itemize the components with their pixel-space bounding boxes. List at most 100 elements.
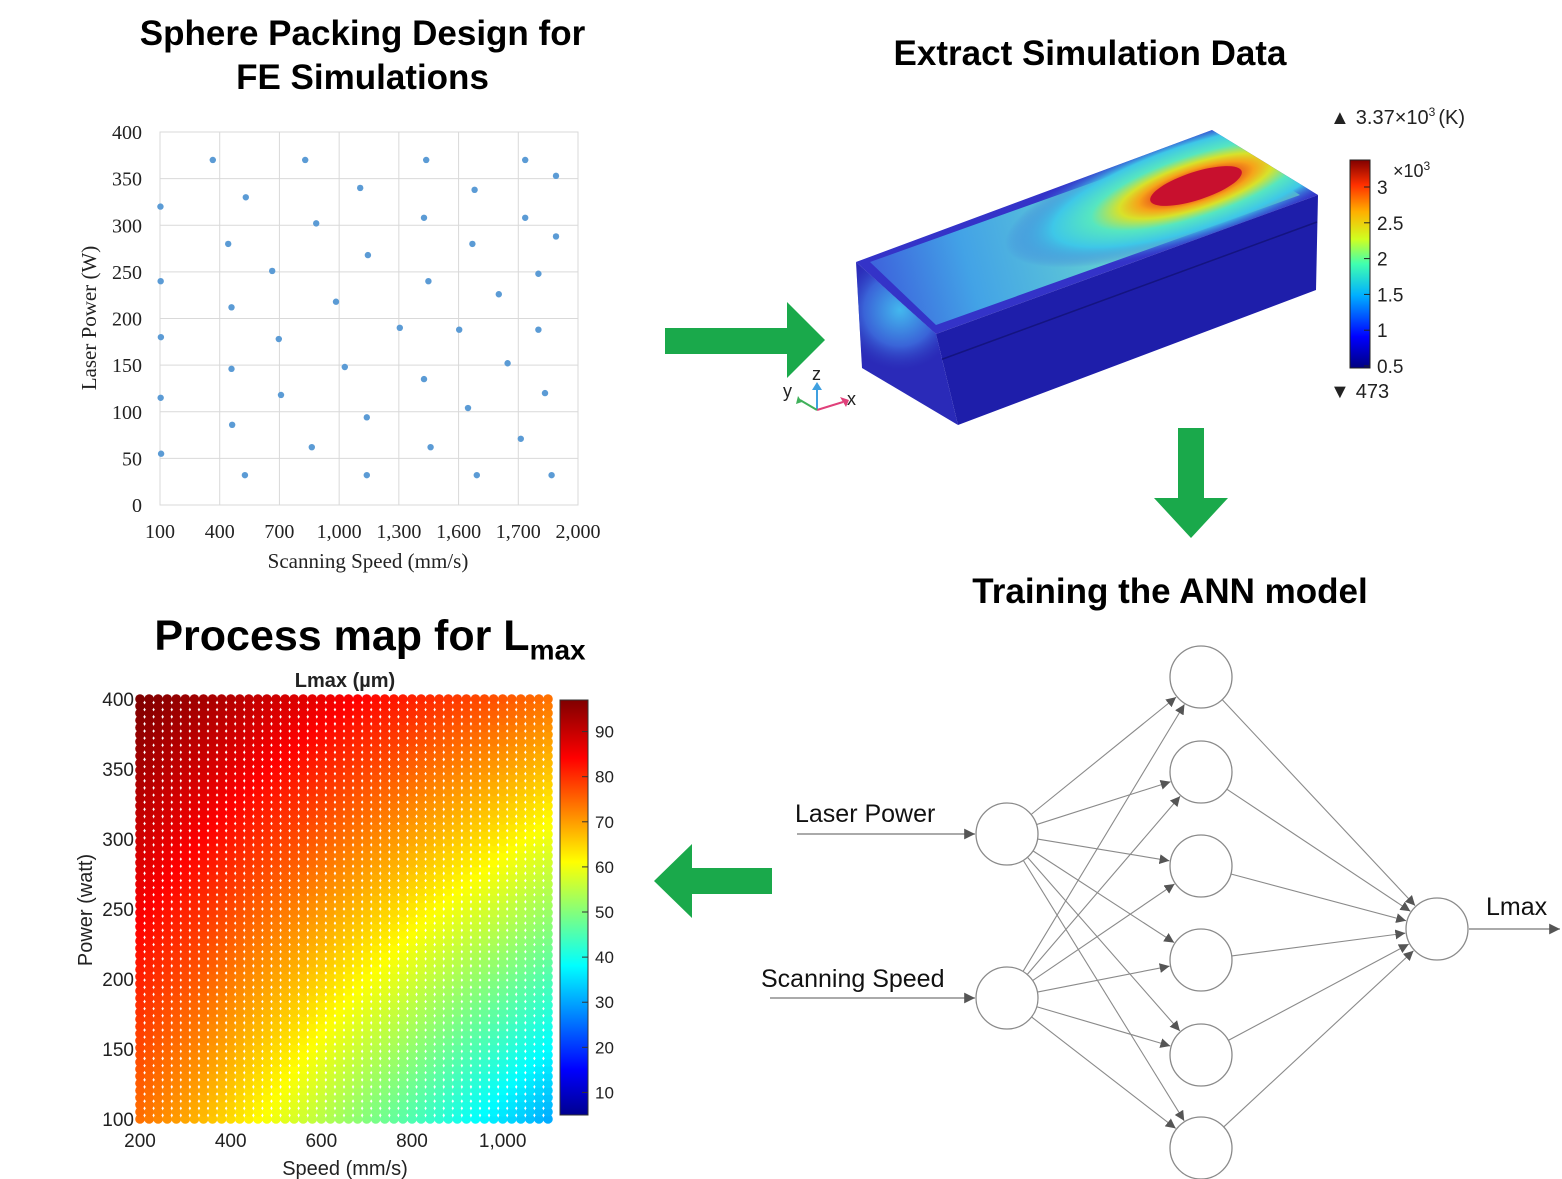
process-map-dot xyxy=(207,879,218,889)
process-map-dot xyxy=(316,1043,327,1053)
process-map-dot xyxy=(370,786,381,797)
process-map-dot xyxy=(298,1085,308,1096)
process-map-dot xyxy=(389,957,399,968)
process-map-dot xyxy=(479,829,490,840)
process-map-dot xyxy=(271,872,281,882)
process-map-dot xyxy=(289,829,299,840)
process-map-dot xyxy=(352,715,363,726)
process-map-dot xyxy=(525,893,535,904)
process-map-dot xyxy=(225,1035,236,1046)
process-map-dot xyxy=(416,1014,426,1025)
process-map-dot xyxy=(516,722,526,733)
process-map-dot xyxy=(425,1000,435,1010)
process-map-dot xyxy=(479,865,490,875)
process-map-dot xyxy=(534,1085,544,1096)
process-map-dot xyxy=(153,715,163,726)
process-map-dot xyxy=(425,694,435,704)
process-map-dot xyxy=(380,1100,390,1110)
process-map-dot xyxy=(262,1028,272,1039)
process-map-dot xyxy=(506,793,517,804)
process-map-dot xyxy=(334,1057,345,1067)
process-map-dot xyxy=(253,1050,263,1060)
process-map-dot xyxy=(361,1085,372,1096)
process-map-dot xyxy=(416,1050,426,1060)
process-map-dot xyxy=(171,957,182,968)
process-map-dot xyxy=(516,758,526,768)
process-map-dot xyxy=(234,1028,245,1039)
process-map-dot xyxy=(198,964,209,975)
process-map-dot xyxy=(262,950,272,961)
process-map-dot xyxy=(207,729,218,740)
process-map-dot xyxy=(298,1021,308,1032)
process-map-dot xyxy=(298,1035,308,1046)
process-map-dot xyxy=(189,886,200,896)
process-map-dot xyxy=(452,900,463,911)
process-map-dot xyxy=(389,857,399,868)
process-map-dot xyxy=(525,722,535,733)
process-map-dot xyxy=(425,779,435,790)
process-map-dot xyxy=(135,971,145,982)
process-map-dot xyxy=(370,993,381,1003)
process-map-dot xyxy=(162,1057,172,1067)
process-map-dot xyxy=(479,900,490,911)
process-map-dot xyxy=(488,829,499,840)
process-map-dot xyxy=(334,879,345,889)
process-map-dot xyxy=(144,950,154,961)
process-map-dot xyxy=(171,971,182,982)
process-map-dot xyxy=(525,836,535,847)
process-map-dot xyxy=(470,758,481,768)
process-map-dot xyxy=(434,879,445,889)
process-map-dot xyxy=(289,1035,299,1046)
process-map-dot xyxy=(497,857,508,868)
process-map-dot xyxy=(280,865,290,875)
process-map-dot xyxy=(398,936,408,946)
process-map-dot xyxy=(361,914,372,925)
process-map-dot xyxy=(144,744,154,754)
process-map-dot xyxy=(506,1064,517,1074)
process-map-dot xyxy=(434,715,445,726)
process-map-dot xyxy=(497,715,508,726)
process-map-dot xyxy=(407,886,417,896)
process-map-dot xyxy=(271,957,281,968)
process-map-dot xyxy=(171,715,182,726)
process-map-dot xyxy=(280,736,290,747)
process-map-dot xyxy=(171,900,182,911)
process-map-dot xyxy=(135,1071,145,1082)
process-map-dot xyxy=(361,744,372,754)
process-map-dot xyxy=(271,1078,281,1089)
process-map-dot xyxy=(516,936,526,946)
process-map-dot xyxy=(461,929,472,939)
process-map-dot xyxy=(398,857,408,868)
process-map-dot xyxy=(479,729,490,740)
process-map-dot xyxy=(543,1007,553,1017)
process-map-dot xyxy=(398,829,408,840)
process-map-dot xyxy=(153,751,163,761)
process-map-dot xyxy=(198,1035,209,1046)
process-map-dot xyxy=(234,936,245,946)
process-map-dot xyxy=(380,914,390,925)
process-map-dot xyxy=(244,1035,254,1046)
process-map-dot xyxy=(162,801,172,811)
process-map-dot xyxy=(416,1064,426,1074)
sphere-packing-grid xyxy=(159,131,579,506)
process-map-dot xyxy=(434,829,445,840)
process-map-dot xyxy=(506,914,517,925)
process-map-dot xyxy=(343,922,354,932)
process-map-dot xyxy=(271,1092,281,1103)
process-map-dot xyxy=(407,950,417,961)
process-map-dot xyxy=(225,1064,236,1074)
process-map-dot xyxy=(307,843,318,854)
process-map-dot xyxy=(334,922,345,932)
process-map-dot xyxy=(171,786,182,797)
process-map-dot xyxy=(207,957,218,968)
process-map-dot xyxy=(334,722,345,733)
process-map-dot xyxy=(488,1078,499,1089)
process-map-dot xyxy=(443,872,454,882)
process-map-dot xyxy=(416,993,426,1003)
process-map-dot xyxy=(135,815,145,825)
process-map-dot xyxy=(407,751,417,761)
process-map-dot xyxy=(144,1050,154,1060)
process-map-dot xyxy=(298,1043,308,1053)
process-map-dot xyxy=(180,1107,191,1117)
